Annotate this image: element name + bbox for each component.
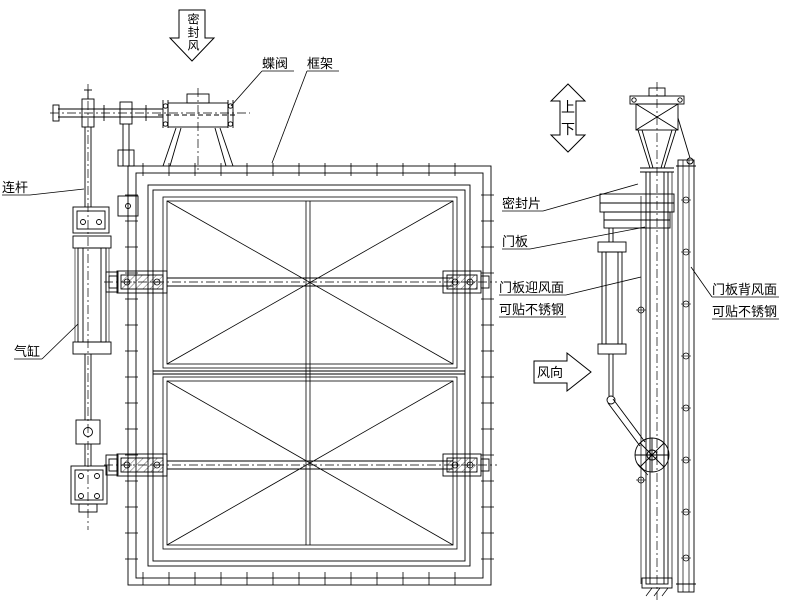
label-door-panel: 门板 <box>502 234 529 249</box>
actuator-mechanism-front <box>52 89 163 513</box>
label-seal-strip: 密封片 <box>502 196 542 211</box>
side-view <box>597 87 696 597</box>
wind-direction-arrow <box>533 351 592 393</box>
label-windward-line1: 门板迎风面 <box>499 280 565 295</box>
front-view-panels <box>162 196 458 550</box>
label-frame: 框架 <box>307 56 334 71</box>
label-leeward-line2: 可贴不锈钢 <box>712 304 778 319</box>
butterfly-valve-front <box>158 93 238 167</box>
front-view-axles <box>105 270 490 477</box>
label-cylinder: 气缸 <box>14 344 41 359</box>
label-butterfly-valve: 蝶阀 <box>262 56 289 71</box>
leader-lines <box>2 70 779 360</box>
label-leeward-line1: 门板背风面 <box>712 282 778 297</box>
up-down-arrow <box>549 83 587 153</box>
flow-arrows <box>168 9 592 393</box>
seal-air-arrow <box>168 9 216 62</box>
centerlines <box>50 82 658 600</box>
label-wind-direction: 风向 <box>537 365 564 380</box>
label-connecting-rod: 连杆 <box>2 180 29 195</box>
label-up: 上 <box>561 99 575 115</box>
label-down: 下 <box>561 121 575 137</box>
label-windward-line2: 可贴不锈钢 <box>499 302 565 317</box>
front-view-frame <box>125 163 494 586</box>
label-seal-air: 密封风 <box>186 13 200 52</box>
